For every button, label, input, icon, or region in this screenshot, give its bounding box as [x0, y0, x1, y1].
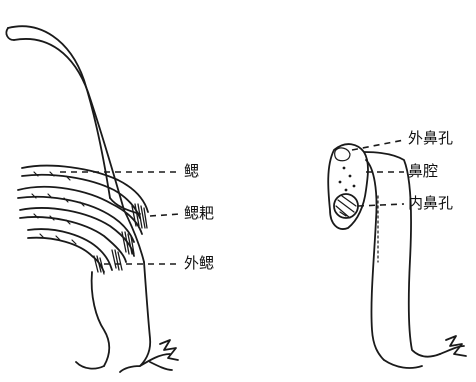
left-foot-claws — [160, 340, 178, 360]
left-foot — [76, 354, 172, 372]
label-gill-raker: 鳃耙 — [184, 206, 214, 221]
label-inner-nostril: 内鼻孔 — [408, 196, 453, 211]
label-outer-gill: 外鳃 — [184, 256, 214, 271]
label-gill-cover: 鳃 — [184, 164, 199, 179]
label-outer-nostril: 外鼻孔 — [408, 131, 453, 146]
leader-inner-nostril — [358, 204, 404, 206]
left-lower-outline-right — [140, 262, 150, 366]
label-nasal-cavity: 鼻腔 — [408, 164, 438, 179]
nasal-speckles — [339, 167, 356, 192]
leader-gill-raker — [150, 214, 180, 216]
gill-arch-2 — [18, 187, 142, 242]
outer-nostril-shape — [335, 148, 350, 161]
left-top-cap — [6, 28, 14, 40]
left-gill-drawing — [6, 26, 178, 372]
right-body-outline-left — [366, 160, 384, 360]
right-nasal-drawing — [328, 144, 466, 368]
left-lower-outline-left — [92, 272, 110, 366]
